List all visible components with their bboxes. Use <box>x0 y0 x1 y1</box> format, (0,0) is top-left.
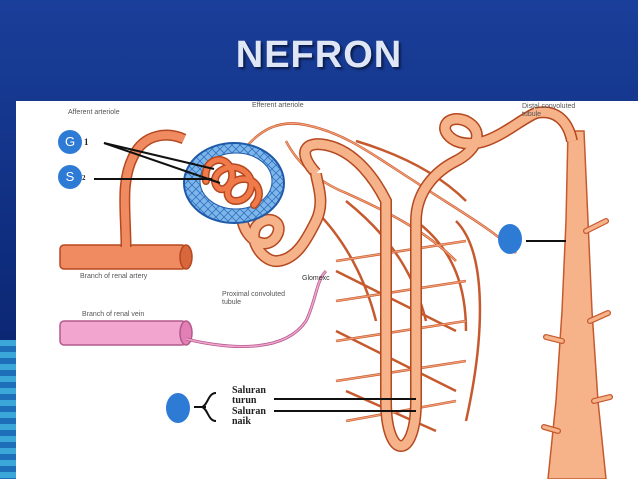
annotation-saluran-turun: Saluran turun <box>232 385 266 406</box>
blank-marker-duct[interactable] <box>498 224 522 254</box>
label-distal: Distal convoluted tubule <box>522 103 576 118</box>
label-overlay: Glomexc <box>302 275 330 282</box>
renal-vein-branch <box>59 269 328 348</box>
label-branch-artery: Branch of renal artery <box>80 273 148 280</box>
loop-of-henle <box>299 106 578 452</box>
decorative-stripes <box>0 340 16 479</box>
slide-title: NEFRON <box>235 34 403 76</box>
proximal-tubule <box>236 172 327 267</box>
marker-g[interactable]: G <box>58 130 82 154</box>
blank-marker-loop[interactable] <box>166 393 190 423</box>
nephron-diagram-panel: Afferent arteriole Efferent arteriole Di… <box>16 101 638 479</box>
glomerulus <box>201 156 263 209</box>
collecting-duct <box>541 130 613 479</box>
bracket <box>198 392 217 422</box>
pointer-lines <box>94 142 566 412</box>
marker-s[interactable]: S <box>58 165 82 189</box>
marker-num-1: 1 <box>84 137 89 147</box>
label-afferent: Afferent arteriole <box>68 109 120 116</box>
annotation-saluran-naik: Saluran naik <box>232 406 266 427</box>
label-efferent: Efferent arteriole <box>252 102 304 109</box>
renal-artery-branch <box>59 129 193 270</box>
nephron-diagram <box>59 106 613 479</box>
label-proximal: Proximal convoluted tubule <box>222 291 286 306</box>
marker-num-2: 2 <box>82 174 86 182</box>
label-branch-vein: Branch of renal vein <box>82 311 145 318</box>
